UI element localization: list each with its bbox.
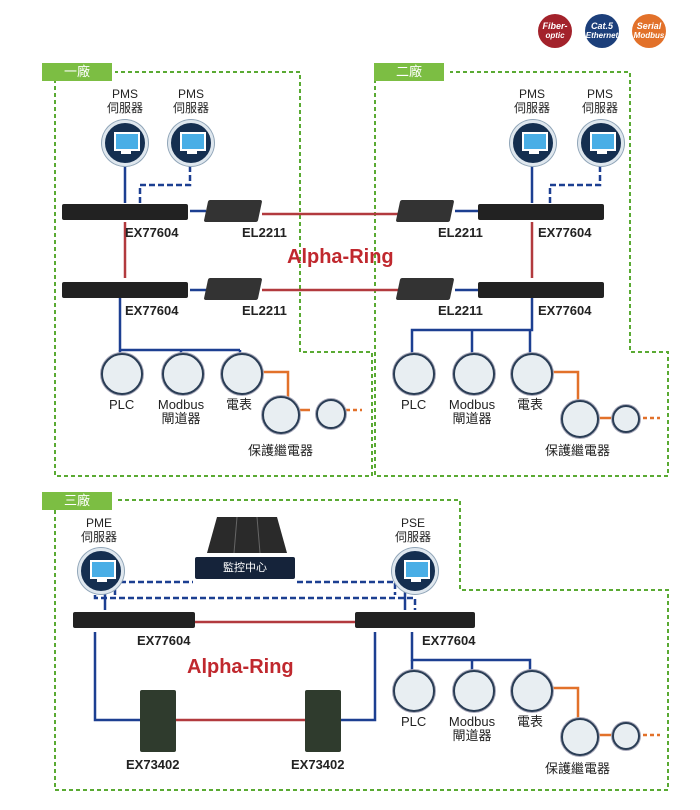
f1-el2211-top-label: EL2211: [242, 225, 287, 240]
f2-plc-label: PLC: [401, 397, 427, 412]
fiber-optic-badge: Fiber-optic: [538, 14, 572, 48]
f2-ex77604-bottom-label: EX77604: [538, 303, 592, 318]
f2-el2211-top-icon: [395, 200, 455, 222]
f2-relay-small-icon: [612, 405, 640, 433]
f3-ex73402-left-icon: [140, 690, 176, 752]
f2-relay-icon: [561, 400, 599, 438]
f2-pms1-name: PMS: [518, 87, 545, 101]
f2-gateway-name: 閘道器: [452, 411, 492, 426]
f1-meter-label: 電表: [226, 397, 253, 412]
f1-ex77604-bottom-label: EX77604: [125, 303, 179, 318]
f1-pms1-name: PMS: [111, 87, 138, 101]
alpha-ring-top-label: Alpha-Ring: [287, 246, 394, 268]
f1-el2211-bottom-label: EL2211: [242, 303, 287, 318]
f2-modbus-gateway-icon: [453, 353, 495, 395]
f2-pms2-server-icon: [578, 120, 624, 166]
f3-meter-icon: [511, 670, 553, 712]
f1-ex77604-top-label: EX77604: [125, 225, 179, 240]
control-center-monitors-icon: [207, 516, 287, 554]
factory-2-label: 二廠: [374, 63, 445, 81]
serial-badge-line2: Modbus: [633, 31, 665, 40]
fiber-badge-line2: optic: [545, 31, 565, 40]
f3-pme-name: PME: [85, 516, 112, 530]
f3-ex77604-right-label: EX77604: [422, 633, 476, 648]
f3-gateway-name: 閘道器: [452, 728, 492, 743]
cat5-badge-line1: Cat.5: [590, 21, 613, 31]
f2-relay-label: 保護繼電器: [545, 443, 611, 458]
alpha-ring-bottom-label: Alpha-Ring: [187, 656, 294, 678]
f3-pse-name: PSE: [400, 516, 425, 530]
f1-relay-label: 保護繼電器: [248, 443, 314, 458]
f2-ex77604-bottom-switch-icon: [478, 282, 604, 298]
f3-plc-label: PLC: [401, 714, 427, 729]
f3-ex73402-right-icon: [305, 690, 341, 752]
f2-ex77604-top-label: EX77604: [538, 225, 592, 240]
f2-pms2-name: PMS: [586, 87, 613, 101]
f1-ex77604-bottom-switch-icon: [62, 282, 188, 298]
f3-ex73402-right-label: EX73402: [291, 757, 345, 772]
f1-plc-label: PLC: [109, 397, 135, 412]
f2-meter-label: 電表: [517, 397, 544, 412]
f3-relay-icon: [561, 718, 599, 756]
f2-pms2-server: 伺服器: [581, 101, 618, 115]
f3-plc-icon: [393, 670, 435, 712]
f3-relay-small-icon: [612, 722, 640, 750]
f1-pms2-name: PMS: [177, 87, 204, 101]
serial-badge-line1: Serial: [636, 21, 662, 31]
f1-modbus-gateway-icon: [162, 353, 204, 395]
f3-ex77604-left-label: EX77604: [137, 633, 191, 648]
f3-modbus-name: Modbus: [448, 714, 496, 729]
f2-pms1-server-icon: [510, 120, 556, 166]
f1-pms1-server-icon: [102, 120, 148, 166]
factory-1-label: 一廠: [42, 63, 113, 81]
f2-modbus-name: Modbus: [448, 397, 496, 412]
f1-relay-icon: [262, 396, 300, 434]
f1-el2211-top-icon: [203, 200, 263, 222]
f2-plc-icon: [393, 353, 435, 395]
f3-pse-server: 伺服器: [394, 530, 431, 544]
f3-relay-label: 保護繼電器: [545, 761, 611, 776]
cat5-badge-line2: Ethernet: [585, 31, 619, 40]
f2-el2211-top-label: EL2211: [438, 225, 483, 240]
factory-3-label: 三廠: [42, 492, 113, 510]
fiber-badge-line1: Fiber-: [542, 21, 568, 31]
f3-modbus-gateway-icon: [453, 670, 495, 712]
f1-pms1-server: 伺服器: [106, 101, 143, 115]
f1-pms2-server: 伺服器: [172, 101, 209, 115]
f1-relay-small-icon: [316, 399, 346, 429]
f3-ex73402-left-label: EX73402: [126, 757, 180, 772]
f2-pms1-server: 伺服器: [513, 101, 550, 115]
f3-ex77604-right-switch-icon: [355, 612, 475, 628]
f3-ex77604-left-switch-icon: [73, 612, 195, 628]
f2-el2211-bottom-icon: [395, 278, 455, 300]
f1-gateway-name: 閘道器: [161, 411, 201, 426]
f1-modbus-name: Modbus: [157, 397, 205, 412]
f3-pme-server-icon: [78, 548, 124, 594]
f1-ex77604-top-switch-icon: [62, 204, 188, 220]
f1-pms2-server-icon: [168, 120, 214, 166]
control-center-label: 監控中心: [195, 557, 295, 579]
f3-pse-server-icon: [392, 548, 438, 594]
f1-el2211-bottom-icon: [203, 278, 263, 300]
f2-el2211-bottom-label: EL2211: [438, 303, 483, 318]
f3-pme-server: 伺服器: [80, 530, 117, 544]
f3-meter-label: 電表: [517, 714, 544, 729]
f2-meter-icon: [511, 353, 553, 395]
f1-meter-icon: [221, 353, 263, 395]
f1-plc-icon: [101, 353, 143, 395]
f2-ex77604-top-switch-icon: [478, 204, 604, 220]
